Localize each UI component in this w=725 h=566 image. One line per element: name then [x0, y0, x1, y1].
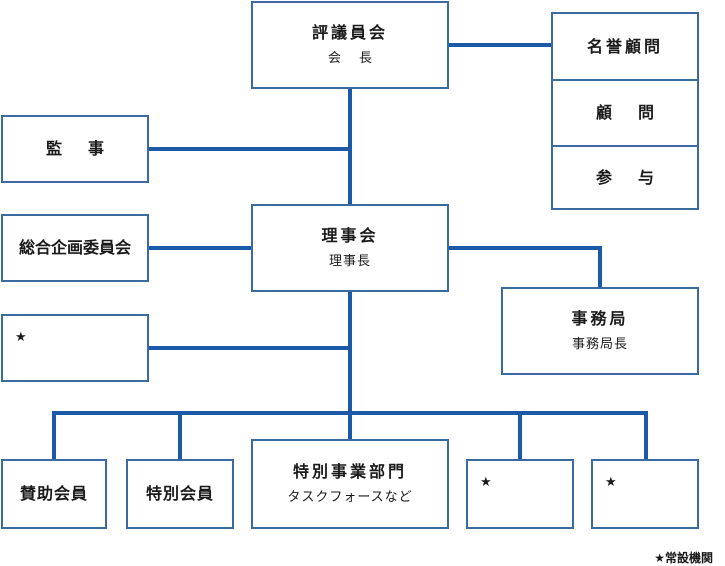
kanji-title: 監事	[45, 139, 130, 158]
legend-note: ★常設機関	[654, 551, 713, 565]
standing-org-box-bottom-2: ★	[591, 459, 699, 529]
honors-sanyo-label: 参与	[595, 168, 680, 188]
hyogiin-sub: 会長	[327, 51, 390, 66]
jigyo-sub: タスクフォースなど	[287, 490, 413, 505]
sogo-box: 総合企画委員会	[1, 214, 149, 282]
honors-stack: 名誉顧問 顧問 参与	[551, 12, 699, 210]
jigyo-box: 特別事業部門 タスクフォースなど	[251, 439, 449, 529]
hyogiin-box: 評議員会 会長	[251, 1, 449, 89]
rijikai-box: 理事会 理事長	[251, 204, 449, 292]
star-mark: ★	[605, 475, 617, 490]
sogo-title: 総合企画委員会	[18, 238, 131, 257]
sanjo-title: 賛助会員	[19, 484, 88, 503]
rijikai-sub: 理事長	[328, 254, 371, 269]
honors-cell-meiyo: 名誉顧問	[553, 14, 697, 79]
standing-org-box-left: ★	[1, 314, 149, 382]
tokubetsu-title: 特別会員	[145, 484, 214, 503]
hyogiin-title: 評議員会	[311, 23, 388, 42]
star-mark: ★	[480, 475, 492, 490]
honors-meiyo-label: 名誉顧問	[586, 36, 663, 56]
tokubetsu-box: 特別会員	[126, 459, 234, 529]
jimukyoku-title: 事務局	[571, 309, 629, 328]
honors-komon-label: 顧問	[595, 102, 680, 122]
jimukyoku-sub: 事務局長	[571, 337, 628, 352]
standing-org-box-bottom-1: ★	[466, 459, 574, 529]
jimukyoku-box: 事務局 事務局長	[501, 287, 699, 375]
kanji-box: 監事	[1, 115, 149, 183]
sanjo-box: 賛助会員	[1, 459, 107, 529]
rijikai-title: 理事会	[321, 226, 379, 245]
honors-cell-komon: 顧問	[553, 79, 697, 144]
honors-cell-sanyo: 参与	[553, 144, 697, 210]
star-mark: ★	[15, 330, 27, 345]
jigyo-title: 特別事業部門	[292, 462, 407, 481]
